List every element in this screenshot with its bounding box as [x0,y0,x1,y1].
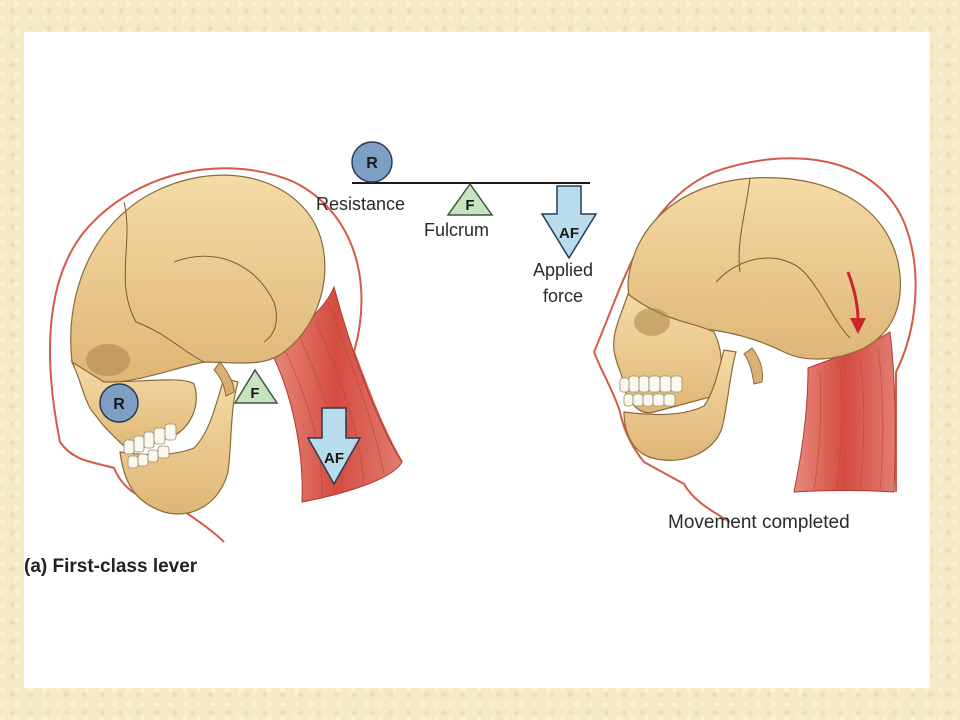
left-resistance-letter: R [113,396,125,413]
right-teeth [619,375,683,407]
lever-applied-force-label-line1: Applied [533,260,593,280]
lever-fulcrum-letter: F [465,197,474,214]
right-muscle-striations [813,347,884,491]
left-skull-mandible [119,377,239,515]
slide-panel: R F AF R Resistance F Fulcrum AF Applied [24,32,930,688]
right-mastoid-process [743,347,763,385]
lever-fulcrum-marker: F [446,182,494,216]
lever-resistance-marker: R [351,141,393,183]
lever-fulcrum-label: Fulcrum [424,220,489,240]
left-eye-orbit [86,344,130,376]
lever-applied-force-letters: AF [559,225,579,242]
left-head-figure: R F AF [49,167,403,543]
lever-applied-force-label-line2: force [543,286,583,306]
figure-caption: (a) First-class lever [24,556,198,577]
lever-schematic: R Resistance F Fulcrum AF Applied force [316,141,598,306]
right-eye-orbit [634,308,670,336]
lever-diagram: R F AF R Resistance F Fulcrum AF Applied [24,141,917,577]
movement-completed-caption: Movement completed [668,512,850,533]
left-applied-force-arrow: AF [306,407,362,486]
left-neck-muscle [269,285,403,503]
left-applied-force-letters: AF [324,450,344,467]
right-skull-mandible [623,349,737,461]
left-skull-cranium [70,174,326,383]
lever-resistance-label: Resistance [316,194,405,214]
left-teeth [123,423,177,469]
right-movement-arrow [846,271,866,334]
left-fulcrum-marker: F [233,368,279,404]
left-resistance-marker: R [99,383,139,423]
right-skull-sutures [715,177,851,339]
left-fulcrum-letter: F [250,385,259,402]
left-head-skin-outline [49,167,403,543]
right-head-figure [593,157,917,523]
left-mastoid-process [213,361,235,397]
lever-resistance-letter: R [366,155,378,172]
lever-applied-force-arrow: AF [540,185,598,260]
left-skull-sutures [123,201,277,363]
